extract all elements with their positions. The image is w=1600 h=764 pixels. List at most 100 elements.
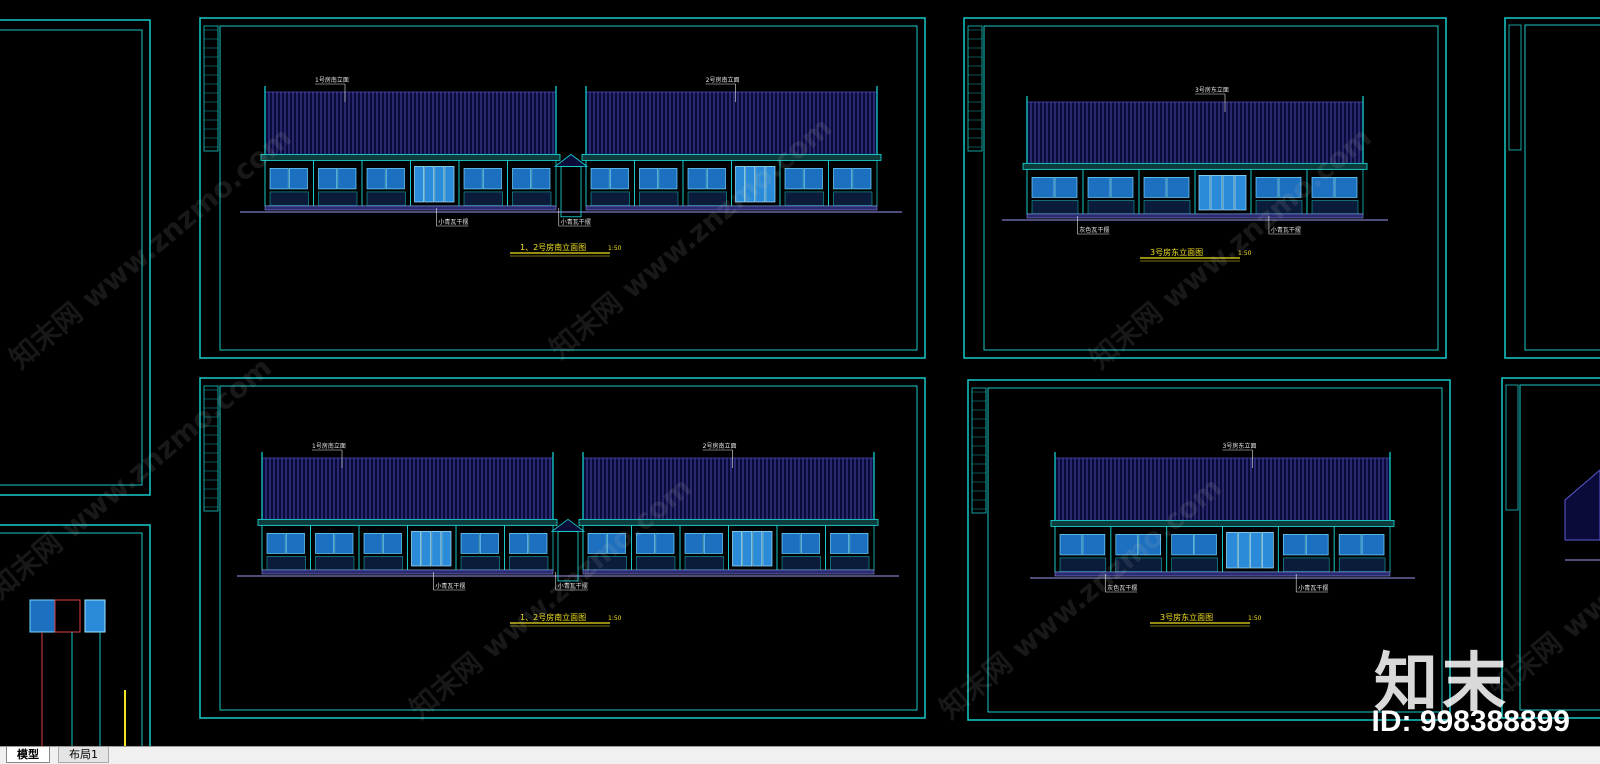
sheet-border-outer xyxy=(967,379,1451,721)
s2-main-door-panel xyxy=(1210,175,1223,211)
s1-right-window xyxy=(803,168,823,190)
s3-left-sill-wall xyxy=(460,556,500,571)
tab-model[interactable]: 模型 xyxy=(6,747,50,763)
partial-sheet-left-bottom xyxy=(0,524,151,746)
note-label-bottom: 小青瓦干摆 xyxy=(1298,584,1328,592)
s2-main-window xyxy=(1087,177,1111,198)
partial-sheet-right-top xyxy=(1504,17,1600,359)
s1-left-window xyxy=(463,168,483,190)
s4-main-window xyxy=(1361,534,1385,556)
s2-main-door-panel xyxy=(1198,175,1211,211)
s3-right-window xyxy=(655,533,675,554)
s3-left-door-panel xyxy=(431,531,442,567)
s1-right-door-panel xyxy=(765,166,776,203)
s1-right-window xyxy=(639,168,659,190)
s3-right-window xyxy=(830,533,850,554)
note-label-top: 2号房南立面 xyxy=(706,76,740,84)
note-label-bottom: 小青瓦干摆 xyxy=(1271,226,1301,234)
s4-main-sill-wall xyxy=(1115,557,1162,572)
s3-left-window xyxy=(479,533,499,554)
s3-left-window xyxy=(285,533,305,554)
s1-right-roof xyxy=(585,91,878,155)
s3-right-window xyxy=(800,533,820,554)
note-label-bottom: 灰色瓦干摆 xyxy=(1107,584,1137,592)
gate-door xyxy=(557,530,579,582)
s1-left-door-panel xyxy=(444,166,455,203)
sheet-border-inner xyxy=(219,25,918,351)
s3-right-window xyxy=(703,533,723,554)
s2-main-window xyxy=(1278,177,1302,198)
s3-left-window xyxy=(382,533,402,554)
partial-sheet-right-bottom xyxy=(1501,377,1600,719)
s3-right-roof xyxy=(582,457,875,520)
note-label-bottom: 小青瓦干摆 xyxy=(438,218,468,226)
s4-main-window xyxy=(1171,534,1194,556)
brand-logo: 知末 xyxy=(1374,647,1510,721)
title-block-strip xyxy=(967,25,983,152)
s1-right-window xyxy=(609,168,629,190)
note-label-bottom: 小青瓦干摆 xyxy=(561,218,591,226)
s1-right-window xyxy=(590,168,610,190)
title-block-strip xyxy=(971,387,987,514)
sheet-border-inner xyxy=(983,25,1439,351)
s3-right-window xyxy=(684,533,704,554)
s3-right-door-panel xyxy=(732,531,742,567)
s1-right-window xyxy=(784,168,804,190)
s3-right-sill-wall xyxy=(684,556,724,571)
sheet-border-outer xyxy=(963,17,1447,359)
sheet-border-outer xyxy=(199,377,926,719)
tab-layout1[interactable]: 布局1 xyxy=(58,747,109,763)
s4-main-sill-wall xyxy=(1338,557,1386,572)
s1-left-window xyxy=(482,168,502,190)
s1-left-window xyxy=(288,168,308,190)
s1-left-door-panel xyxy=(414,166,424,203)
s3-right-window xyxy=(636,533,656,554)
s4-main-platform xyxy=(1054,571,1391,577)
sheet-border-inner xyxy=(219,385,918,711)
s1-right-door-panel xyxy=(745,166,756,203)
s4-main-door-panel xyxy=(1238,532,1250,569)
s2-main-door-panel xyxy=(1222,175,1235,211)
s2-main-platform xyxy=(1026,213,1364,219)
s1-right-window xyxy=(852,168,872,190)
s4-main-sill-wall xyxy=(1059,557,1107,572)
s4-main-window xyxy=(1138,534,1162,556)
title-block-strip xyxy=(203,25,219,152)
s1-left-roof xyxy=(264,91,557,155)
s1-left-sill-wall xyxy=(269,191,309,206)
sheet-scale: 1:50 xyxy=(1238,250,1252,257)
s2-main-sill-wall xyxy=(1311,200,1359,215)
sheet-scale: 1:50 xyxy=(1248,615,1262,622)
s4-main-window xyxy=(1305,534,1329,556)
s1-left-sill-wall xyxy=(366,191,406,206)
s2-main-door-panel xyxy=(1234,175,1247,211)
s1-left-sill-wall xyxy=(463,191,503,206)
s1-right-sill-wall xyxy=(639,191,679,206)
sheet-title: 1、2号房南立面图 xyxy=(520,242,586,252)
sheet-scale: 1:50 xyxy=(608,245,622,252)
s2-main-sill-wall xyxy=(1143,200,1191,215)
s3-left-sill-wall xyxy=(509,556,549,571)
s1-left-platform xyxy=(264,205,557,211)
note-label-top: 1号房南立面 xyxy=(312,442,346,450)
s3-right-sill-wall xyxy=(781,556,821,571)
s3-right-window xyxy=(587,533,607,554)
s4-main-eave xyxy=(1050,520,1395,527)
s3-right-window xyxy=(781,533,801,554)
s3-right-platform xyxy=(582,569,875,575)
s3-left-window xyxy=(460,533,480,554)
s1-left-window xyxy=(318,168,338,190)
note-label-top: 1号房南立面 xyxy=(315,76,349,84)
s1-right-window xyxy=(687,168,707,190)
s1-left-window xyxy=(385,168,405,190)
s2-main-window xyxy=(1311,177,1335,198)
s3-right-window xyxy=(849,533,869,554)
s1-right-door-panel xyxy=(735,166,745,203)
s3-left-eave xyxy=(257,518,558,526)
s3-left-platform xyxy=(261,569,554,575)
